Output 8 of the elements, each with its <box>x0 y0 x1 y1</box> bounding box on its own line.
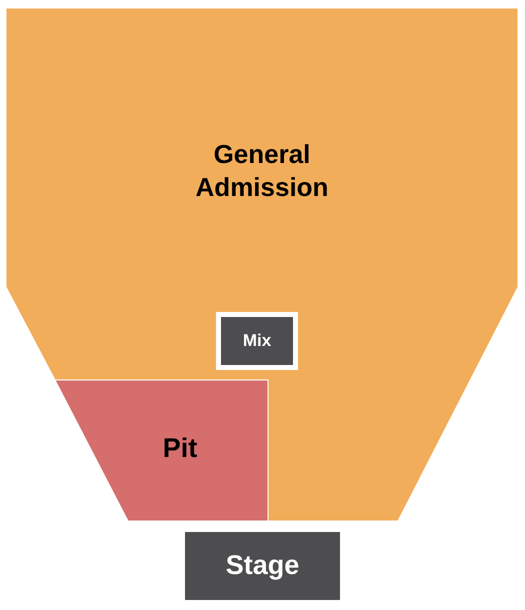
mix-booth <box>216 312 298 370</box>
section-label: Stage <box>226 549 300 582</box>
stage <box>185 532 340 600</box>
section-label: General Admission <box>194 138 330 203</box>
section-label: Pit <box>162 432 198 465</box>
pit-section <box>55 380 268 521</box>
section-label: Mix <box>242 330 272 352</box>
general-admission-section <box>6 8 518 521</box>
